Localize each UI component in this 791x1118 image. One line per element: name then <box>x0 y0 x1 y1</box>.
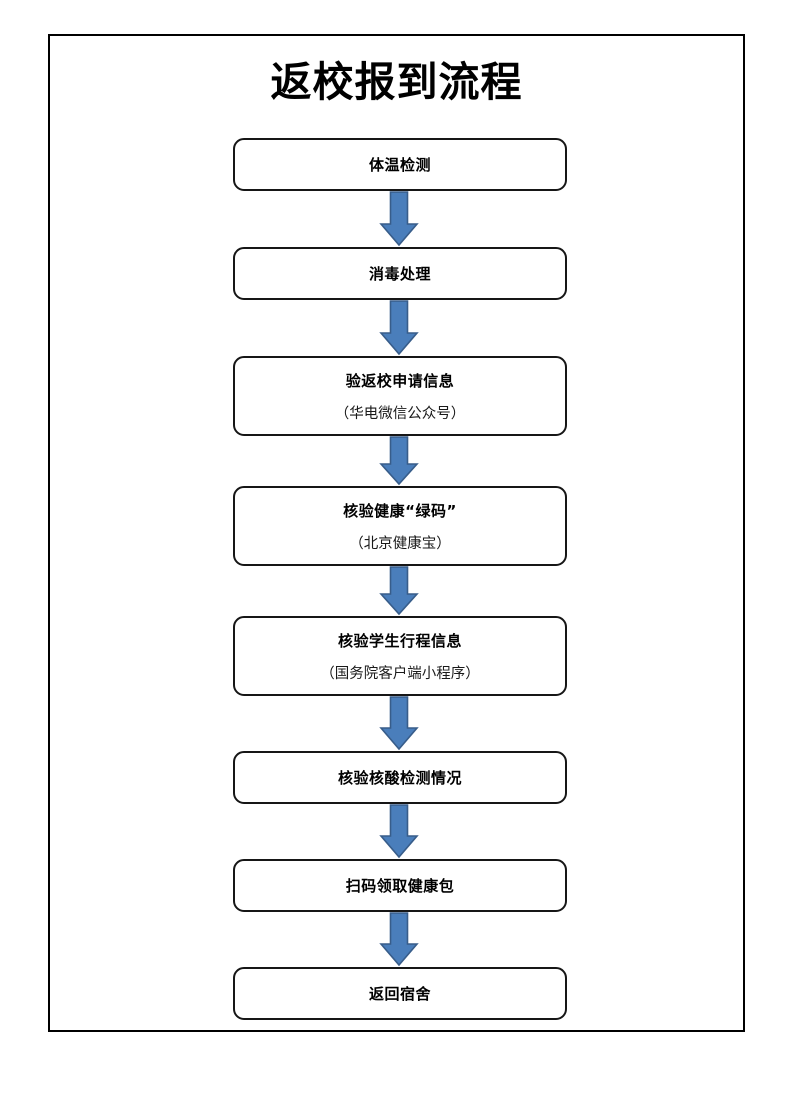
flow-node-2-title: 消毒处理 <box>368 264 431 283</box>
flow-connector-3 <box>233 436 567 486</box>
flow-node-4[interactable]: 核验健康“绿码” （北京健康宝） <box>233 486 567 566</box>
arrow-down-icon <box>379 804 419 859</box>
arrow-down-icon <box>379 191 419 247</box>
flow-node-3[interactable]: 验返校申请信息 （华电微信公众号） <box>233 356 567 436</box>
flow-node-1-title: 体温检测 <box>368 155 431 174</box>
arrow-down-icon <box>379 912 419 967</box>
flow-node-6-title: 核验核酸检测情况 <box>337 768 462 787</box>
flow-node-5[interactable]: 核验学生行程信息 （国务院客户端小程序） <box>233 616 567 696</box>
flow-node-7[interactable]: 扫码领取健康包 <box>233 859 567 912</box>
flow-connector-4 <box>233 566 567 616</box>
flow-node-3-title: 验返校申请信息 <box>345 372 455 390</box>
flowchart: 体温检测 消毒处理 验返校申请信息 （华电微信公众号） <box>233 138 567 1020</box>
flow-node-7-title: 扫码领取健康包 <box>345 876 455 895</box>
flow-node-5-subtitle: （国务院客户端小程序） <box>320 666 480 682</box>
flow-node-6[interactable]: 核验核酸检测情况 <box>233 751 567 804</box>
flow-connector-5 <box>233 696 567 751</box>
flow-node-8[interactable]: 返回宿舍 <box>233 967 567 1020</box>
arrow-down-icon <box>379 696 419 751</box>
flow-node-3-subtitle: （华电微信公众号） <box>334 406 466 422</box>
flow-node-5-title: 核验学生行程信息 <box>337 632 462 650</box>
flow-connector-1 <box>233 191 567 247</box>
arrow-down-icon <box>379 566 419 616</box>
flow-connector-6 <box>233 804 567 859</box>
flow-node-2[interactable]: 消毒处理 <box>233 247 567 300</box>
arrow-down-icon <box>379 300 419 356</box>
flow-node-8-title: 返回宿舍 <box>368 984 431 1003</box>
flow-connector-2 <box>233 300 567 356</box>
flow-node-4-subtitle: （北京健康宝） <box>349 536 451 552</box>
flow-node-1[interactable]: 体温检测 <box>233 138 567 191</box>
flow-node-4-title: 核验健康“绿码” <box>343 502 457 520</box>
page-title: 返校报到流程 <box>270 58 523 106</box>
arrow-down-icon <box>379 436 419 486</box>
flow-connector-7 <box>233 912 567 967</box>
